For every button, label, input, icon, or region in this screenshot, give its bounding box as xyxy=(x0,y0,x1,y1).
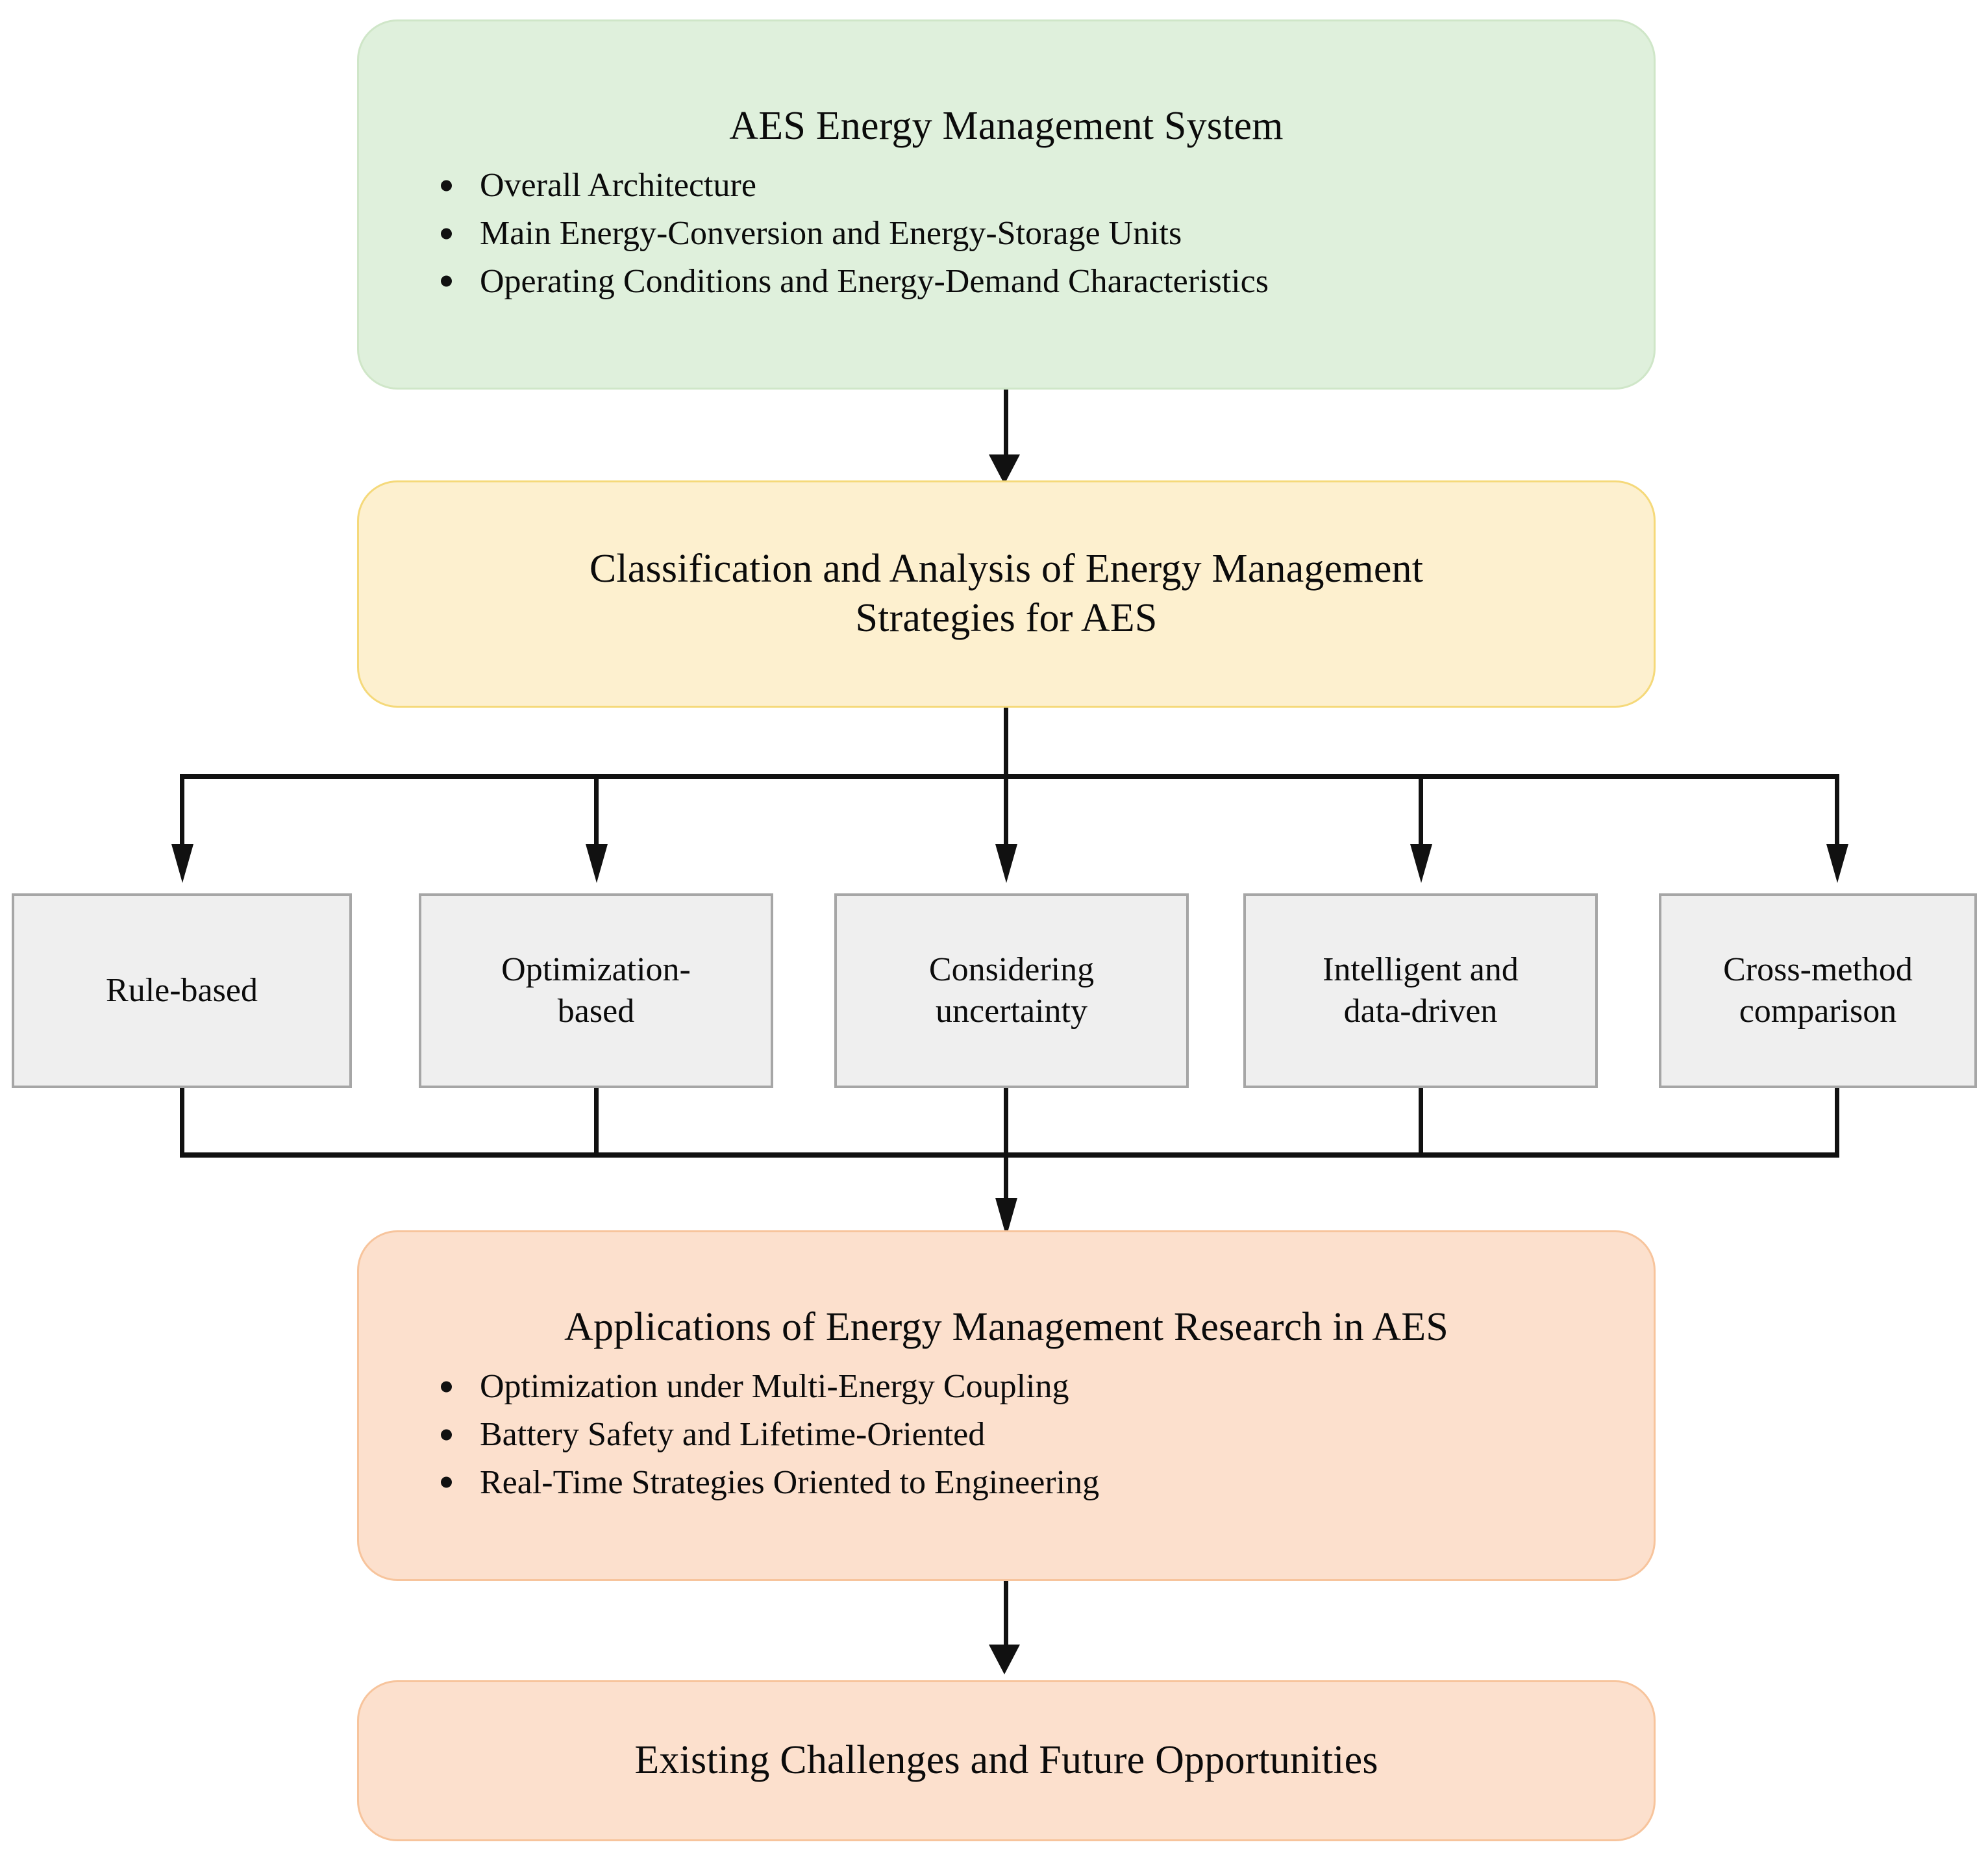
method-label-line-1: Considering xyxy=(928,950,1095,988)
bullet-dot-icon xyxy=(441,1381,452,1393)
method-label-line-2: based xyxy=(557,993,635,1030)
node-method-optimization-based[interactable]: Optimization- based xyxy=(419,893,773,1088)
method-label: Rule-based xyxy=(106,970,258,1012)
bullet-dot-icon xyxy=(441,1429,452,1441)
list-item: Battery Safety and Lifetime-Oriented xyxy=(432,1413,1654,1457)
fanout-drop-1 xyxy=(180,774,184,849)
node-title: Applications of Energy Management Resear… xyxy=(564,1304,1448,1349)
method-label-line-2: uncertainty xyxy=(936,993,1087,1030)
list-item: Optimization under Multi-Energy Coupling xyxy=(432,1365,1654,1409)
merge-riser-1 xyxy=(180,1088,184,1157)
merge-riser-3 xyxy=(1004,1088,1008,1157)
merge-riser-5 xyxy=(1835,1088,1839,1157)
method-label: Considering uncertainty xyxy=(929,949,1094,1033)
method-label: Optimization- based xyxy=(501,949,691,1033)
node-title-line-1: Classification and Analysis of Energy Ma… xyxy=(589,547,1424,591)
fanout-arrowhead-5 xyxy=(1826,844,1848,883)
bullet-dot-icon xyxy=(441,180,452,192)
overview-bullet-list: Overall Architecture Main Energy-Convers… xyxy=(359,160,1654,307)
fanout-arrowhead-3 xyxy=(995,844,1017,883)
node-title-line-2: Strategies for AES xyxy=(855,596,1158,640)
list-item-label: Optimization under Multi-Energy Coupling xyxy=(480,1368,1069,1406)
list-item: Real-Time Strategies Oriented to Enginee… xyxy=(432,1461,1654,1505)
node-method-cross-method-comparison[interactable]: Cross-method comparison xyxy=(1659,893,1977,1088)
edge-overview-to-classification-line xyxy=(1004,390,1008,458)
fanout-arrowhead-2 xyxy=(586,844,608,883)
method-label-line-1: Rule-based xyxy=(106,971,258,1009)
applications-bullet-list: Optimization under Multi-Energy Coupling… xyxy=(359,1361,1654,1508)
merge-riser-4 xyxy=(1419,1088,1423,1157)
method-label-line-1: Cross-method xyxy=(1723,950,1913,988)
fanout-horizontal-bus xyxy=(180,774,1839,779)
method-label-line-1: Intelligent and xyxy=(1323,950,1519,988)
fanout-drop-2 xyxy=(594,774,599,849)
method-label-line-2: data-driven xyxy=(1343,993,1498,1030)
method-label: Intelligent and data-driven xyxy=(1323,949,1519,1033)
node-method-intelligent-and-data-driven[interactable]: Intelligent and data-driven xyxy=(1243,893,1598,1088)
fanout-stem-line xyxy=(1004,708,1008,779)
node-classification-and-analysis[interactable]: Classification and Analysis of Energy Ma… xyxy=(357,480,1656,708)
method-label: Cross-method comparison xyxy=(1723,949,1913,1033)
node-aes-energy-management-system[interactable]: AES Energy Management System Overall Arc… xyxy=(357,19,1656,390)
node-title: AES Energy Management System xyxy=(729,103,1284,148)
list-item-label: Main Energy-Conversion and Energy-Storag… xyxy=(480,215,1182,253)
list-item-label: Battery Safety and Lifetime-Oriented xyxy=(480,1416,986,1454)
method-label-line-2: comparison xyxy=(1739,993,1897,1030)
node-method-considering-uncertainty[interactable]: Considering uncertainty xyxy=(834,893,1189,1088)
list-item-label: Overall Architecture xyxy=(480,167,756,205)
fanout-drop-4 xyxy=(1419,774,1423,849)
method-label-line-1: Optimization- xyxy=(501,950,691,988)
fanout-drop-3 xyxy=(1004,774,1008,849)
edge-applications-to-challenges-arrowhead xyxy=(989,1645,1020,1674)
fanout-arrowhead-1 xyxy=(171,844,193,883)
fanout-drop-5 xyxy=(1835,774,1839,849)
merge-horizontal-bus xyxy=(180,1152,1839,1158)
list-item-label: Operating Conditions and Energy-Demand C… xyxy=(480,262,1269,300)
edge-applications-to-challenges-line xyxy=(1004,1581,1008,1649)
node-existing-challenges-and-future-opportunities[interactable]: Existing Challenges and Future Opportuni… xyxy=(357,1680,1656,1841)
list-item: Main Energy-Conversion and Energy-Storag… xyxy=(432,212,1654,256)
list-item: Operating Conditions and Energy-Demand C… xyxy=(432,260,1654,304)
bullet-dot-icon xyxy=(441,1476,452,1488)
list-item-label: Real-Time Strategies Oriented to Enginee… xyxy=(480,1463,1100,1501)
bullet-dot-icon xyxy=(441,228,452,240)
list-item: Overall Architecture xyxy=(432,164,1654,208)
node-applications-of-energy-management-research[interactable]: Applications of Energy Management Resear… xyxy=(357,1230,1656,1581)
bullet-dot-icon xyxy=(441,275,452,287)
edge-overview-to-classification-arrowhead xyxy=(989,454,1020,484)
fanout-arrowhead-4 xyxy=(1410,844,1432,883)
merge-riser-2 xyxy=(594,1088,599,1157)
node-title: Existing Challenges and Future Opportuni… xyxy=(634,1738,1378,1783)
node-method-rule-based[interactable]: Rule-based xyxy=(12,893,352,1088)
merge-stem-line xyxy=(1004,1152,1008,1204)
